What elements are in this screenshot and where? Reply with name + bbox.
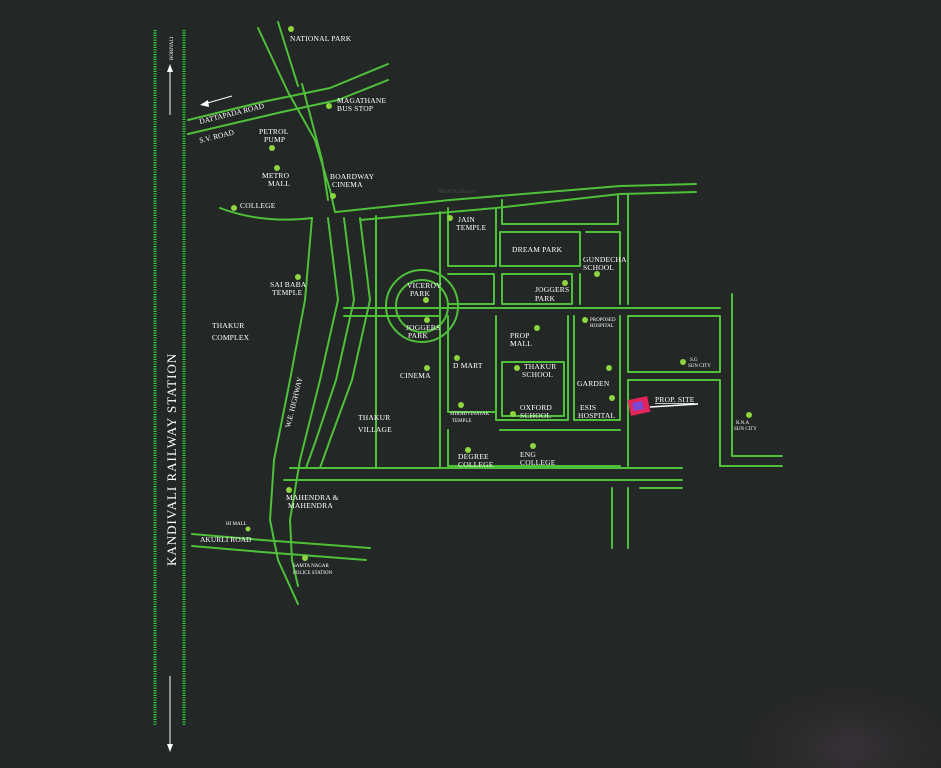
jain-temple-label: JAIN [458,215,475,224]
oxford-school-label-2: SCHOOL [520,411,551,420]
boardway-cinema-label-2: CINEMA [332,180,363,189]
lens-shadow [520,520,941,768]
thakur-village-label-2: VILLAGE [358,425,392,434]
oxford-school-label: OXFORD [520,403,552,412]
proposed-hospital-label-2: HOSPITAL [590,324,614,329]
degree-college-label-2: COLLEGE [458,460,494,469]
akurli-road-label: AKURLI ROAD [200,535,252,544]
rna-sun-city-label: R.N.A [736,421,749,426]
siddhivinayak-temple-label-2: TEMPLE [452,419,471,424]
joggers-park-2-label: JOGGERS [535,285,569,294]
gundecha-school-label-2: SCHOOL [583,263,614,272]
mahendra-label: MAHENDRA & [286,493,339,502]
cinema-label: CINEMA [400,371,431,380]
prop-site-marker [627,396,699,416]
sai-baba-temple-label: SAI BABA [270,280,307,289]
dmart-label: D MART [453,361,483,370]
joggers-park-2-label-2: PARK [535,294,556,303]
thakur-school-label-2: SCHOOL [522,370,553,379]
mahendra-label-2: MAHENDRA [288,501,333,510]
road-network [187,21,783,605]
railway-tracks [153,30,186,726]
landmarks: NATIONAL PARK MAGATHANE BUS STOP PETROL … [212,26,757,576]
thakur-school-label: THAKUR [524,362,556,371]
viceroy-park-label: VICEROY [407,281,442,290]
thakur-complex-label-2: COMPLEX [212,333,250,342]
sg-sun-city-label-2: SUN CITY [688,364,711,369]
eng-college-label: ENG [520,450,536,459]
hi-mall-label: HI MALL [226,522,247,527]
joggers-park-1-label-2: PARK [408,331,429,340]
samta-nagar-label: SAMTA NAGAR [293,564,330,569]
proposed-hospital-label: PROPOSED [590,318,616,323]
eng-college-label-2: COLLEGE [520,458,556,467]
siddhivinayak-temple-label: SIDDHIVINAYAK [450,412,490,417]
watermark: PROPTIGER.com [438,190,475,195]
gundecha-school-label: GUNDECHA [583,255,627,264]
samta-nagar-label-2: POLICE STATION [293,571,333,576]
magathane-label: MAGATHANE [337,96,387,105]
dream-park-label: DREAM PARK [512,245,563,254]
thakur-complex-label: THAKUR [212,321,244,330]
degree-college-label: DEGREE [458,452,489,461]
magathane-label-2: BUS STOP [337,104,373,113]
rna-sun-city-label-2: SUN CITY [734,427,757,432]
esis-hospital-label-2: HOSPITAL [578,411,615,420]
national-park-label: NATIONAL PARK [290,34,352,43]
railway-arrows [167,64,173,752]
sg-sun-city-label: S.G [690,358,698,363]
borivali-label: BORIVALI [170,36,175,60]
prop-mall-label: PROP [510,331,530,340]
prop-site-label: PROP. SITE [655,395,695,404]
jain-temple-label-2: TEMPLE [456,223,487,232]
metro-mall-label: METRO [262,171,290,180]
metro-mall-label-2: MALL [268,179,290,188]
railway-station-label: KANDIVALI RAILWAY STATION [164,353,179,566]
boardway-cinema-label: BOARDWAY [330,172,375,181]
thakur-village-label: THAKUR [358,413,390,422]
prop-mall-label-2: MALL [510,339,532,348]
petrol-pump-label-2: PUMP [264,135,285,144]
dattapada-arrow [200,95,233,107]
garden-label: GARDEN [577,379,610,388]
esis-hospital-label: ESIS [580,403,596,412]
viceroy-park-label-2: PARK [410,289,431,298]
joggers-park-1-label: JOGGERS [406,323,440,332]
petrol-pump-label: PETROL [259,127,289,136]
sai-baba-temple-label-2: TEMPLE [272,288,303,297]
college-label: COLLEGE [240,201,276,210]
